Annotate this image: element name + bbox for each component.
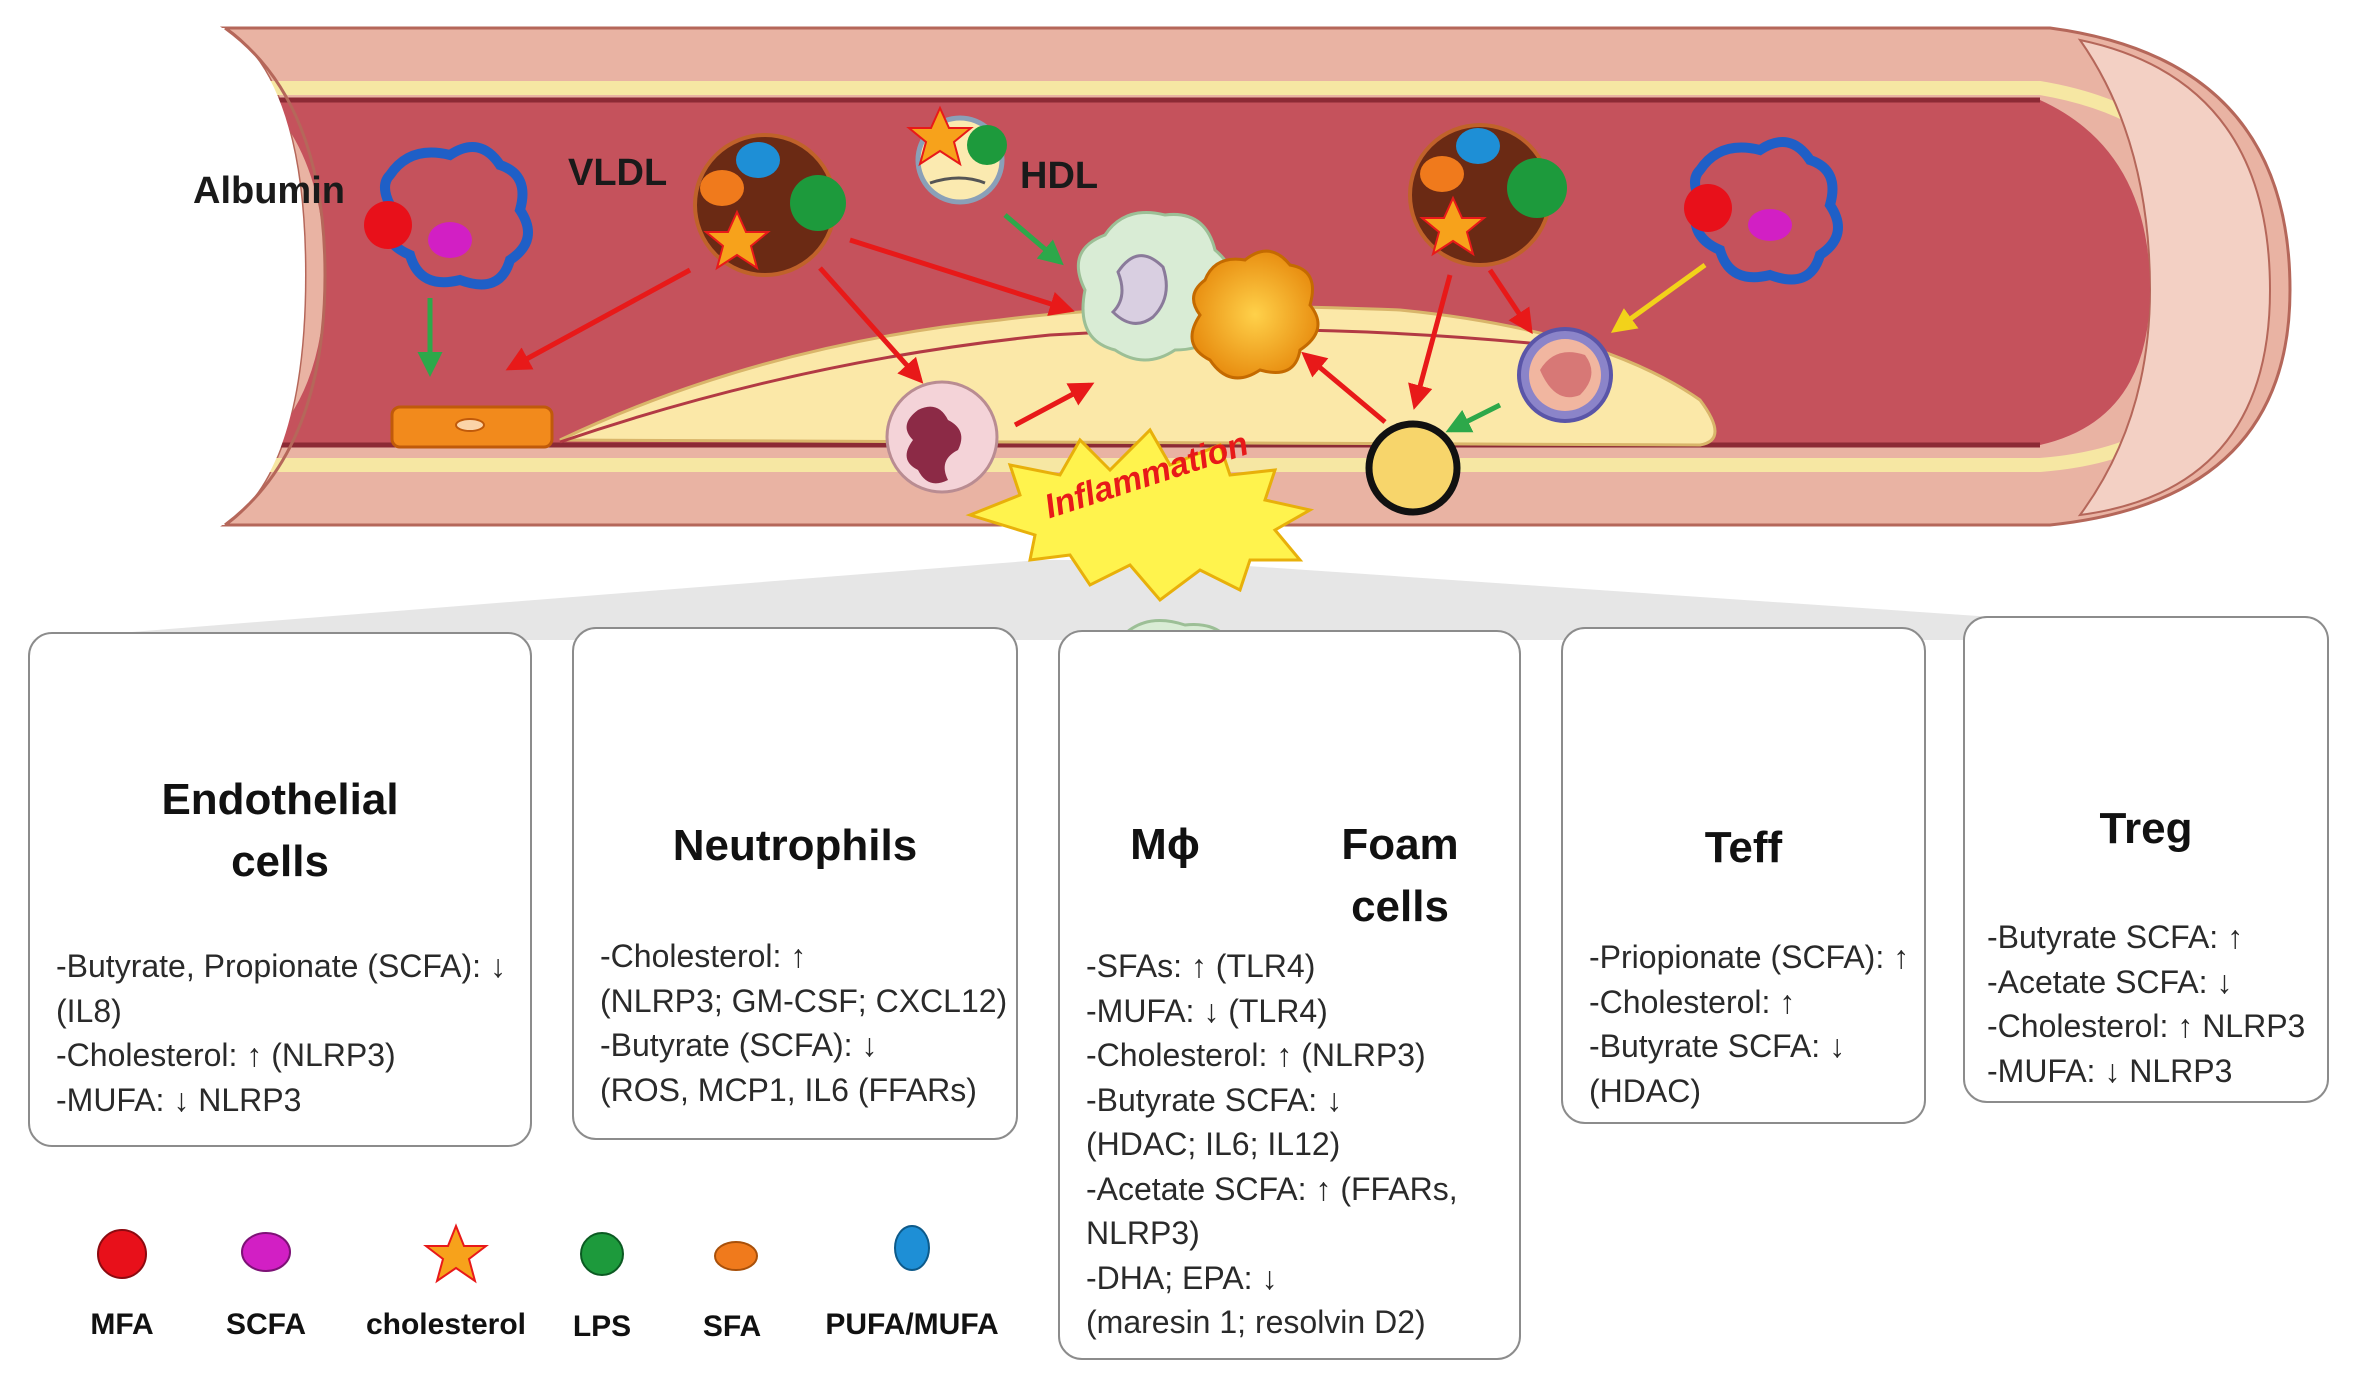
activation-arrows [505, 237, 1533, 428]
endothelial-title-line2: cells [231, 837, 329, 886]
neutrophils-title-line1: Neutrophils [672, 821, 918, 870]
treg-title-line1: Treg [2099, 804, 2193, 853]
endothelial-title: Endothelial cells [30, 769, 530, 893]
albumin-label: Albumin [193, 170, 345, 212]
effect-line: -Butyrate SCFA: ↑ [1987, 919, 2244, 955]
albumin-protein-right [1684, 137, 1843, 285]
legend-mfa-label: MFA [90, 1308, 154, 1341]
legend-sfa-swatch [714, 1241, 758, 1271]
effect-line: -Cholesterol: ↑ [600, 938, 807, 974]
effect-line: -Butyrate, Propionate (SCFA): ↓ [56, 948, 506, 984]
foam-title-line1: Foam [1341, 820, 1459, 869]
treg-title: Treg [1965, 798, 2327, 860]
teff-title: Teff [1563, 817, 1924, 879]
macrophage-title: Mϕ [1130, 820, 1200, 869]
effect-line: (IL8) [56, 992, 122, 1029]
legend-cholesterol-label: cholesterol [365, 1308, 527, 1341]
panel-neutrophils: Neutrophils -Cholesterol: ↑ (NLRP3; GM-C… [572, 627, 1018, 1140]
effect-line: -Cholesterol: ↑ NLRP3 [1987, 1008, 2306, 1044]
teff-effects: -Priopionate (SCFA): ↑ -Cholesterol: ↑ -… [1589, 935, 1914, 1113]
legend-lps-label: LPS [572, 1310, 632, 1343]
effect-line: -Acetate SCFA: ↓ [1987, 963, 2233, 1000]
treg-effects: -Butyrate SCFA: ↑ -Acetate SCFA: ↓ -Chol… [1987, 915, 2317, 1093]
effect-line: -DHA; EPA: ↓ [1086, 1259, 1278, 1296]
vldl-label: VLDL [568, 152, 668, 194]
neutrophils-effects: -Cholesterol: ↑ (NLRP3; GM-CSF; CXCL12) … [600, 934, 1008, 1112]
foam-cells-title: Foam cells [1320, 814, 1480, 938]
panel-treg: Treg -Butyrate SCFA: ↑ -Acetate SCFA: ↓ … [1963, 616, 2329, 1103]
hdl-particle [906, 105, 1007, 205]
treg-in-vessel [1517, 327, 1613, 423]
inflammation-burst [965, 427, 1315, 603]
legend-scfa-label: SCFA [225, 1308, 306, 1341]
effect-line: -Cholesterol: ↑ [1589, 983, 1796, 1020]
effect-line: (ROS, MCP1, IL6 (FFARs) [600, 1071, 977, 1108]
neutrophils-title: Neutrophils [574, 815, 1016, 877]
effect-line: (HDAC) [1589, 1072, 1701, 1109]
effect-line: (maresin 1; resolvin D2) [1086, 1304, 1426, 1340]
albumin-protein-left [364, 142, 533, 290]
effect-line: -Butyrate (SCFA): ↓ [600, 1027, 878, 1063]
effect-line: -MUFA: ↓ NLRP3 [56, 1081, 302, 1118]
foam-cell-in-vessel [1190, 249, 1320, 380]
legend-lps-swatch [580, 1232, 624, 1276]
effect-line: -Butyrate SCFA: ↓ [1589, 1028, 1846, 1064]
teff-title-line1: Teff [1704, 823, 1783, 872]
effect-line: NLRP3) [1086, 1215, 1200, 1251]
legend-sfa-label: SFA [702, 1310, 762, 1343]
legend-pufa-mufa-swatch [894, 1225, 930, 1271]
effect-line: (HDAC; IL6; IL12) [1086, 1126, 1341, 1162]
effect-line: -Cholesterol: ↑ (NLRP3) [56, 1037, 396, 1073]
effect-line: -Butyrate SCFA: ↓ [1086, 1081, 1343, 1118]
endothelial-title-line1: Endothelial [161, 775, 399, 824]
panel-endothelial: Endothelial cells -Butyrate, Propionate … [28, 632, 532, 1147]
effect-line: -SFAs: ↑ (TLR4) [1086, 948, 1316, 984]
effect-line: -Priopionate (SCFA): ↑ [1589, 939, 1910, 975]
vldl-particle-right [1408, 123, 1567, 267]
effect-line: -MUFA: ↓ (TLR4) [1086, 992, 1328, 1029]
effect-line: -MUFA: ↓ NLRP3 [1987, 1052, 2233, 1089]
effect-line: (NLRP3; GM-CSF; CXCL12) [600, 982, 1008, 1019]
panel-teff: Teff -Priopionate (SCFA): ↑ -Cholesterol… [1561, 627, 1926, 1124]
vessel-end-cap [2077, 38, 2272, 517]
treg-arrow [1610, 262, 1707, 333]
foam-title-line2: cells [1351, 882, 1449, 931]
panel-macrophage-foam: Mϕ Foam cells -SFAs: ↑ (TLR4) -MUFA: ↓ (… [1058, 630, 1521, 1360]
protective-arrows [417, 213, 1502, 433]
legend-cholesterol-swatch [423, 1223, 489, 1284]
legend-mfa-swatch [97, 1229, 147, 1279]
zoom-projection [30, 560, 2330, 640]
legend-scfa-swatch [241, 1232, 291, 1272]
effect-line: -Cholesterol: ↑ (NLRP3) [1086, 1037, 1426, 1073]
vldl-particle-left [693, 133, 846, 277]
hdl-label: HDL [1020, 155, 1099, 197]
teff-in-vessel [1365, 420, 1461, 516]
endothelial-effects: -Butyrate, Propionate (SCFA): ↓ (IL8) -C… [56, 944, 520, 1122]
effect-line: -Acetate SCFA: ↑ (FFARs, [1086, 1170, 1458, 1207]
macrophage-foam-effects: -SFAs: ↑ (TLR4) -MUFA: ↓ (TLR4) -Cholest… [1086, 944, 1509, 1345]
neutrophil-in-vessel [885, 380, 999, 494]
legend-pufa-mufa-label: PUFA/MUFA [825, 1308, 999, 1341]
